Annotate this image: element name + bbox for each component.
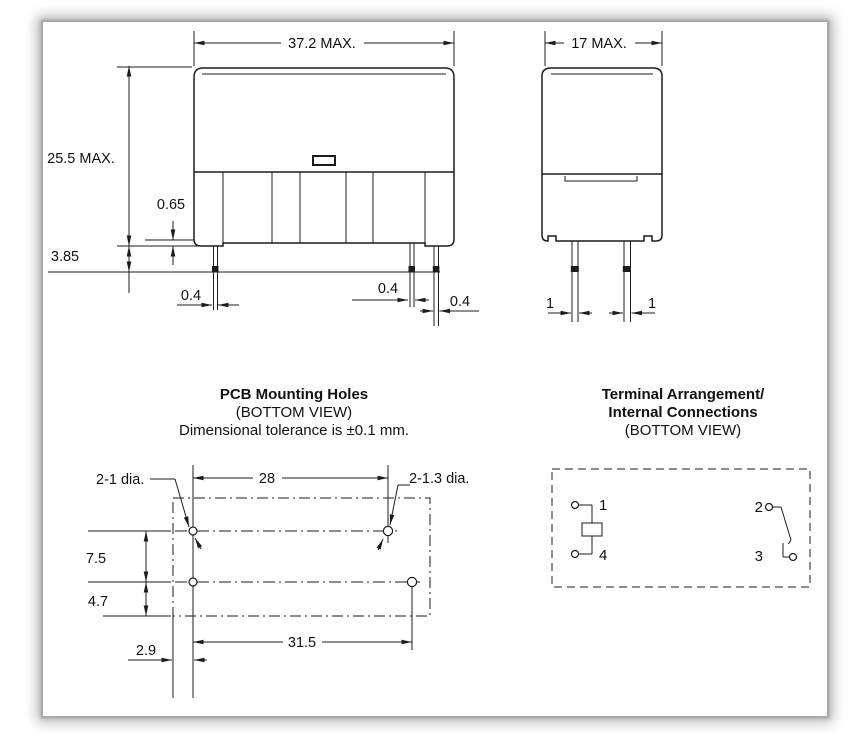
pcb-bottom-pitch-dim-label: 31.5 (288, 635, 316, 651)
pcb-holes-title: PCB Mounting Holes (220, 386, 368, 403)
pcb-holes-view-note: (BOTTOM VIEW) (236, 404, 352, 421)
terminal-number-4: 4 (599, 547, 607, 564)
terminal-number-2: 2 (755, 499, 763, 516)
mounting-hole-small-mid (188, 577, 198, 587)
relay-side-outline (541, 67, 663, 242)
relay-indicator-window (312, 155, 336, 166)
terminal-title-line1: Terminal Arrangement/ (602, 386, 765, 403)
contact-switch-symbol (764, 502, 798, 562)
terminal-outline-rect (551, 468, 811, 588)
side-width-dim-label: 17 MAX. (571, 36, 627, 52)
terminal-view-note: (BOTTOM VIEW) (625, 422, 741, 439)
front-terminal-length-dim-label: 3.85 (51, 249, 79, 265)
mounting-hole-small-left (188, 526, 198, 536)
front-view-drawing: 37.2 MAX. 25.5 MAX. 0.65 3.85 0.4 0.4 0.… (47, 31, 479, 326)
terminal-number-3: 3 (755, 548, 763, 565)
front-standoff-dim-label: 0.65 (157, 197, 185, 213)
pcb-holes-tolerance-note: Dimensional tolerance is ±0.1 mm. (179, 422, 409, 439)
terminal-arrangement-section: Terminal Arrangement/ Internal Connectio… (551, 386, 811, 588)
pcb-outline-rect (172, 497, 431, 617)
pcb-top-pitch-dim-label: 28 (259, 471, 275, 487)
side-pin2-width-dim-label: 1 (648, 296, 656, 312)
terminal-number-1: 1 (599, 497, 607, 514)
front-pin1-width-dim-label: 0.4 (181, 288, 201, 304)
front-pin2-width-dim-label: 0.4 (378, 281, 398, 297)
terminal-title-line2: Internal Connections (608, 404, 757, 421)
coil-symbol (570, 500, 603, 559)
front-pin3-width-dim-label: 0.4 (450, 294, 470, 310)
front-height-dim-label: 25.5 MAX. (47, 151, 115, 167)
mounting-hole-large-mid (406, 576, 418, 588)
drawing-page-frame (41, 20, 829, 718)
pcb-large-hole-label: 2-1.3 dia. (409, 471, 469, 487)
front-width-dim-label: 37.2 MAX. (288, 36, 356, 52)
side-view-pins (570, 241, 631, 322)
front-view-pins (212, 243, 440, 326)
pcb-small-hole-label: 2-1 dia. (96, 472, 144, 488)
side-view-drawing: 17 MAX. 1 1 (541, 31, 663, 322)
pcb-row-upper-dim-label: 7.5 (86, 551, 106, 567)
side-pin1-width-dim-label: 1 (546, 296, 554, 312)
mounting-hole-large-top (382, 525, 394, 537)
pcb-mounting-holes-section: PCB Mounting Holes (BOTTOM VIEW) Dimensi… (86, 386, 469, 698)
pcb-row-lower-dim-label: 4.7 (88, 594, 108, 610)
pcb-edge-offset-dim-label: 2.9 (136, 643, 156, 659)
